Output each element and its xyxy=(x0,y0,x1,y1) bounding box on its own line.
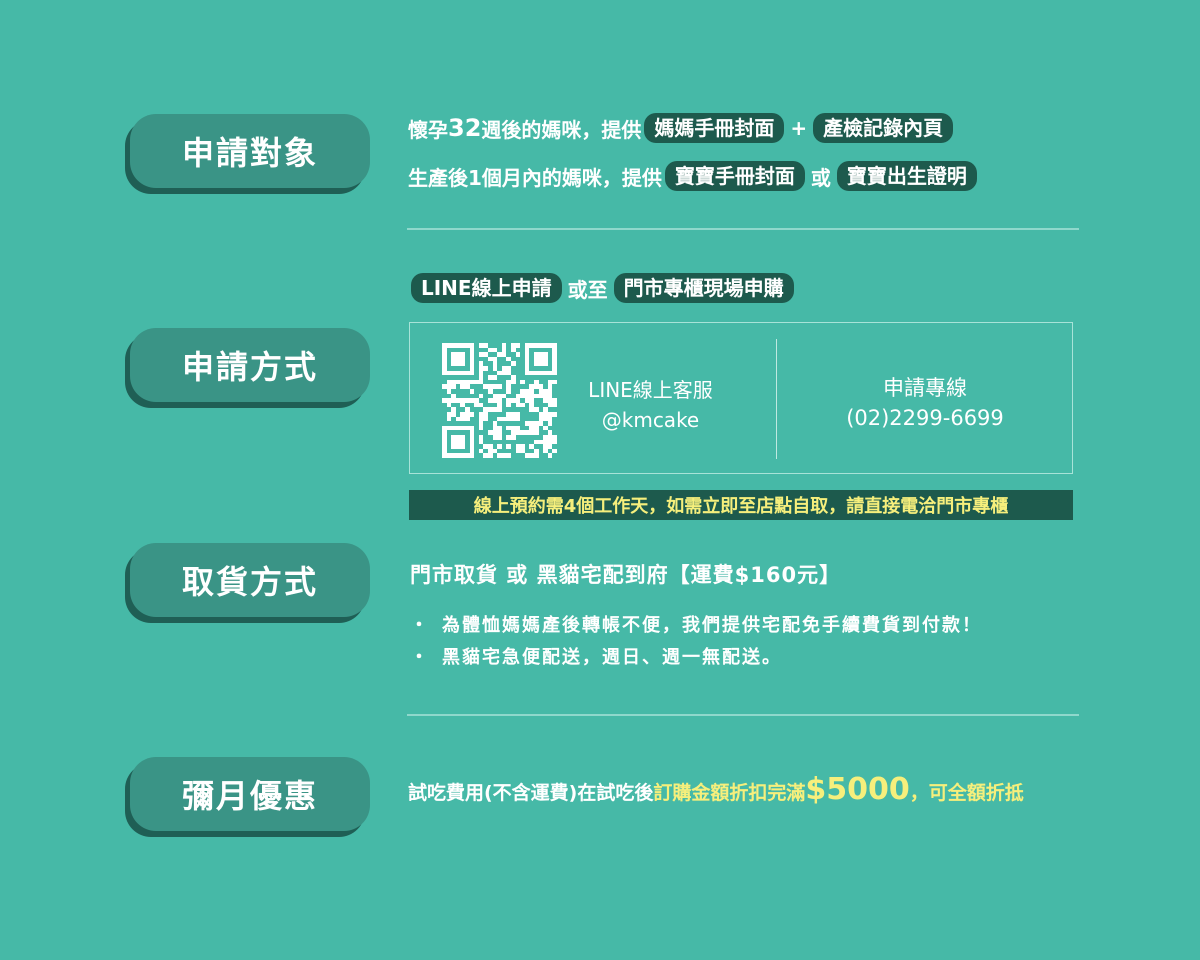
online-booking-notice: 線上預約需4個工作天，如需立即至店點自取，請直接電洽門市專櫃 xyxy=(409,490,1073,520)
list-item: ・黑貓宅急便配送，週日、週一無配送。 xyxy=(410,642,982,674)
plus-joiner: + xyxy=(790,116,808,140)
eligibility-line-2: 生產後1個月內的媽咪，提供 寶寶手冊封面 或 寶寶出生證明 xyxy=(408,161,980,191)
offer-text-suffix: ，可全額折抵 xyxy=(909,782,1024,804)
bullet-icon: ・ xyxy=(410,615,430,636)
or-joiner: 或 xyxy=(810,165,831,190)
eligibility-week-number: 32 xyxy=(448,114,482,142)
hotline-info: 申請專線 (02)2299-6699 xyxy=(777,373,1073,433)
pickup-bullets: ・為體恤媽媽產後轉帳不便，我們提供宅配免手續費貨到付款！ ・黑貓宅急便配送，週日… xyxy=(410,610,982,674)
eligibility-line-1: 懷孕 32 週後的媽咪，提供 媽媽手冊封面 + 產檢記錄內頁 xyxy=(408,113,956,143)
qr-code-icon[interactable] xyxy=(442,343,557,458)
section-label-apply-method: 申請方式 xyxy=(130,328,370,402)
divider xyxy=(407,228,1079,230)
section-label-eligibility: 申請對象 xyxy=(130,114,370,188)
hotline-number[interactable]: (02)2299-6699 xyxy=(846,406,1004,430)
line-service-info: LINE線上客服 @kmcake xyxy=(568,375,733,435)
apply-options: LINE線上申請 或至 門市專櫃現場申購 xyxy=(408,273,797,303)
contact-box: LINE線上客服 @kmcake 申請專線 (02)2299-6699 xyxy=(409,322,1073,474)
eligibility-line1-middle: 週後的媽咪，提供 xyxy=(481,117,642,142)
divider xyxy=(407,714,1079,716)
or-go-joiner: 或至 xyxy=(567,277,608,302)
offer-text-highlight: 訂購金額折扣完滿 xyxy=(653,782,806,804)
section-label-full-month-offer: 彌月優惠 xyxy=(130,757,370,831)
line-id[interactable]: @kmcake xyxy=(601,408,700,432)
bullet-text: 黑貓宅急便配送，週日、週一無配送。 xyxy=(442,647,782,668)
line-service-title: LINE線上客服 xyxy=(588,378,713,402)
hotline-title: 申請專線 xyxy=(883,376,967,400)
pill-line-online-apply: LINE線上申請 xyxy=(411,273,562,303)
list-item: ・為體恤媽媽產後轉帳不便，我們提供宅配免手續費貨到付款！ xyxy=(410,610,982,642)
pill-mother-handbook-cover: 媽媽手冊封面 xyxy=(644,113,785,143)
pill-prenatal-record-pages: 產檢記錄內頁 xyxy=(813,113,954,143)
vertical-divider xyxy=(776,339,777,459)
offer-text: 試吃費用(不含運費)在試吃後 訂購金額折扣完滿 $5000 ，可全額折抵 xyxy=(408,772,1024,807)
offer-amount: $5000 xyxy=(805,772,910,807)
eligibility-line2-prefix: 生產後1個月內的媽咪，提供 xyxy=(408,165,662,190)
section-label-pickup: 取貨方式 xyxy=(130,543,370,617)
offer-text-plain: 試吃費用(不含運費)在試吃後 xyxy=(408,782,654,804)
pill-store-counter-apply: 門市專櫃現場申購 xyxy=(613,273,794,303)
pill-birth-certificate: 寶寶出生證明 xyxy=(836,161,977,191)
eligibility-line1-prefix: 懷孕 xyxy=(408,117,448,142)
pickup-title: 門市取貨 或 黑貓宅配到府【運費$160元】 xyxy=(410,563,842,587)
bullet-text: 為體恤媽媽產後轉帳不便，我們提供宅配免手續費貨到付款！ xyxy=(442,615,982,636)
pill-baby-handbook-cover: 寶寶手冊封面 xyxy=(664,161,805,191)
bullet-icon: ・ xyxy=(410,647,430,668)
